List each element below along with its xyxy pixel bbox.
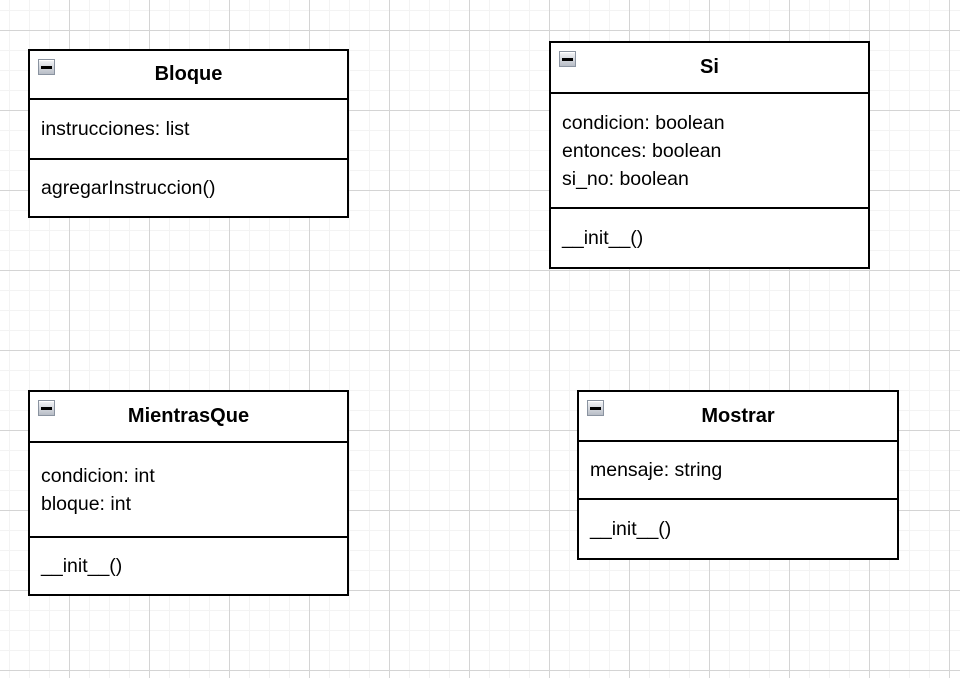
class-title: MientrasQue <box>127 405 250 427</box>
attributes-compartment: condicion: int bloque: int <box>30 443 347 538</box>
attribute-line: condicion: boolean <box>562 111 725 134</box>
uml-class-mostrar[interactable]: Mostrar mensaje: string __init__() <box>577 390 899 560</box>
methods-compartment: __init__() <box>551 209 868 267</box>
attribute-line: entonces: boolean <box>562 139 722 162</box>
attribute-line: mensaje: string <box>590 459 723 481</box>
collapse-minus-icon[interactable] <box>587 400 604 416</box>
uml-class-si[interactable]: Si condicion: boolean entonces: boolean … <box>549 41 870 269</box>
minus-bar <box>41 65 52 69</box>
attribute-line: instrucciones: list <box>41 118 190 140</box>
collapse-minus-icon[interactable] <box>38 59 55 75</box>
method-line: agregarInstruccion() <box>41 177 216 199</box>
methods-compartment: __init__() <box>579 500 897 558</box>
attribute-line: bloque: int <box>41 492 131 515</box>
method-line: __init__() <box>562 227 644 249</box>
uml-class-bloque[interactable]: Bloque instrucciones: list agregarInstru… <box>28 49 349 218</box>
class-title-bar: Si <box>551 43 868 94</box>
class-title-bar: Bloque <box>30 51 347 100</box>
minus-bar <box>590 406 601 410</box>
attribute-line: condicion: int <box>41 464 155 487</box>
methods-compartment: agregarInstruccion() <box>30 160 347 216</box>
minus-bar <box>562 57 573 61</box>
class-title: Si <box>700 56 719 78</box>
class-title: Mostrar <box>701 404 775 427</box>
class-title-bar: MientrasQue <box>30 392 347 443</box>
minus-bar <box>41 406 52 410</box>
attributes-compartment: condicion: boolean entonces: boolean si_… <box>551 94 868 209</box>
attribute-line: si_no: boolean <box>562 167 689 190</box>
class-title: Bloque <box>154 63 223 85</box>
class-title-bar: Mostrar <box>579 392 897 442</box>
method-line: __init__() <box>590 518 672 540</box>
uml-class-mientrasque[interactable]: MientrasQue condicion: int bloque: int _… <box>28 390 349 596</box>
method-line: __init__() <box>41 555 123 577</box>
methods-compartment: __init__() <box>30 538 347 594</box>
collapse-minus-icon[interactable] <box>559 51 576 67</box>
attributes-compartment: mensaje: string <box>579 442 897 500</box>
collapse-minus-icon[interactable] <box>38 400 55 416</box>
attributes-compartment: instrucciones: list <box>30 100 347 160</box>
